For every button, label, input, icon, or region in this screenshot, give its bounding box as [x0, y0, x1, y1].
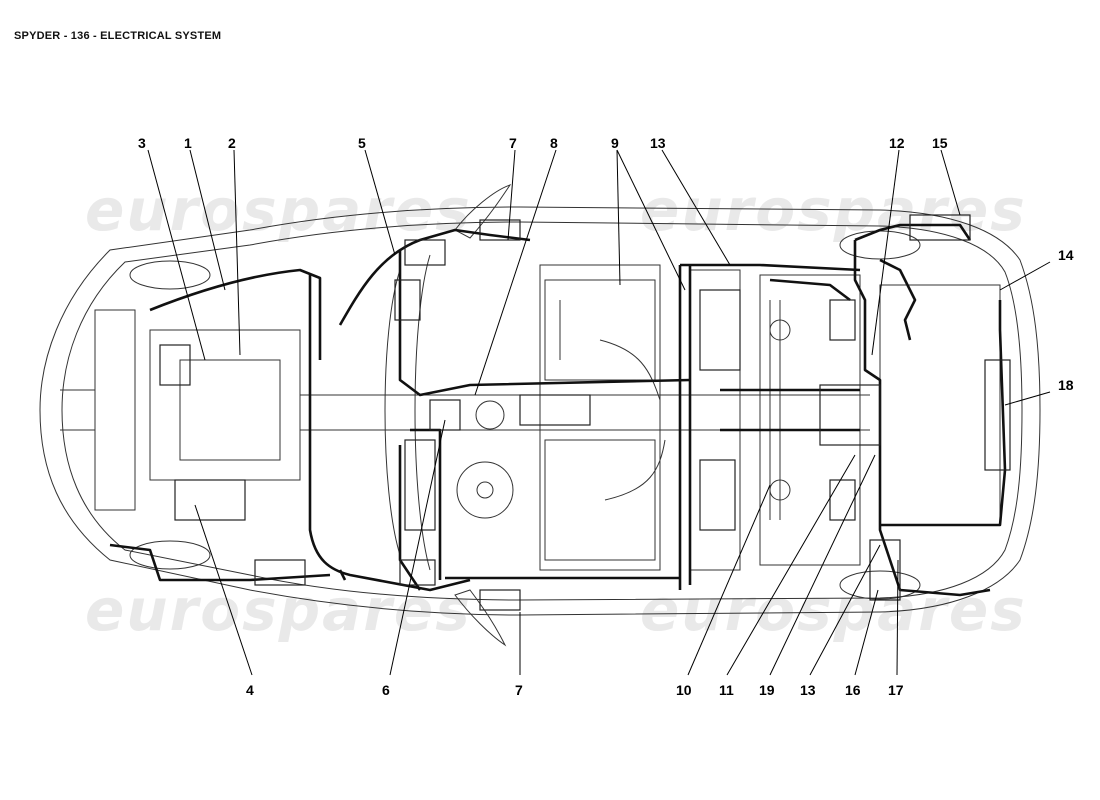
callout-13: 13 — [650, 135, 666, 151]
watermark-text: eurospares — [640, 576, 1027, 644]
callout-2: 2 — [228, 135, 236, 151]
callout-15: 15 — [932, 135, 948, 151]
watermark-group: eurospares eurospares eurospares eurospa… — [85, 176, 1027, 644]
callout-11: 11 — [719, 682, 734, 698]
callout-18: 18 — [1058, 377, 1074, 393]
callout-labels: 3 1 2 5 7 8 9 13 12 15 14 18 4 6 7 10 11… — [138, 135, 1074, 698]
callout-8: 8 — [550, 135, 558, 151]
callout-17: 17 — [888, 682, 904, 698]
components — [159, 214, 1011, 611]
callout-13: 13 — [800, 682, 816, 698]
callout-1: 1 — [184, 135, 192, 151]
watermark-text: eurospares — [85, 176, 472, 244]
callout-14: 14 — [1058, 247, 1074, 263]
callout-5: 5 — [358, 135, 366, 151]
car-body-outline — [39, 184, 1041, 647]
callout-16: 16 — [845, 682, 861, 698]
callout-10: 10 — [676, 682, 692, 698]
callout-7: 7 — [515, 682, 523, 698]
callout-6: 6 — [382, 682, 390, 698]
callout-3: 3 — [138, 135, 146, 151]
callout-7: 7 — [509, 135, 517, 151]
callout-19: 19 — [759, 682, 775, 698]
callout-4: 4 — [246, 682, 254, 698]
leader-lines — [147, 149, 1051, 676]
page-title: SPYDER - 136 - ELECTRICAL SYSTEM — [14, 30, 222, 42]
watermark-text: eurospares — [85, 576, 472, 644]
callout-12: 12 — [889, 135, 905, 151]
callout-9: 9 — [611, 135, 619, 151]
